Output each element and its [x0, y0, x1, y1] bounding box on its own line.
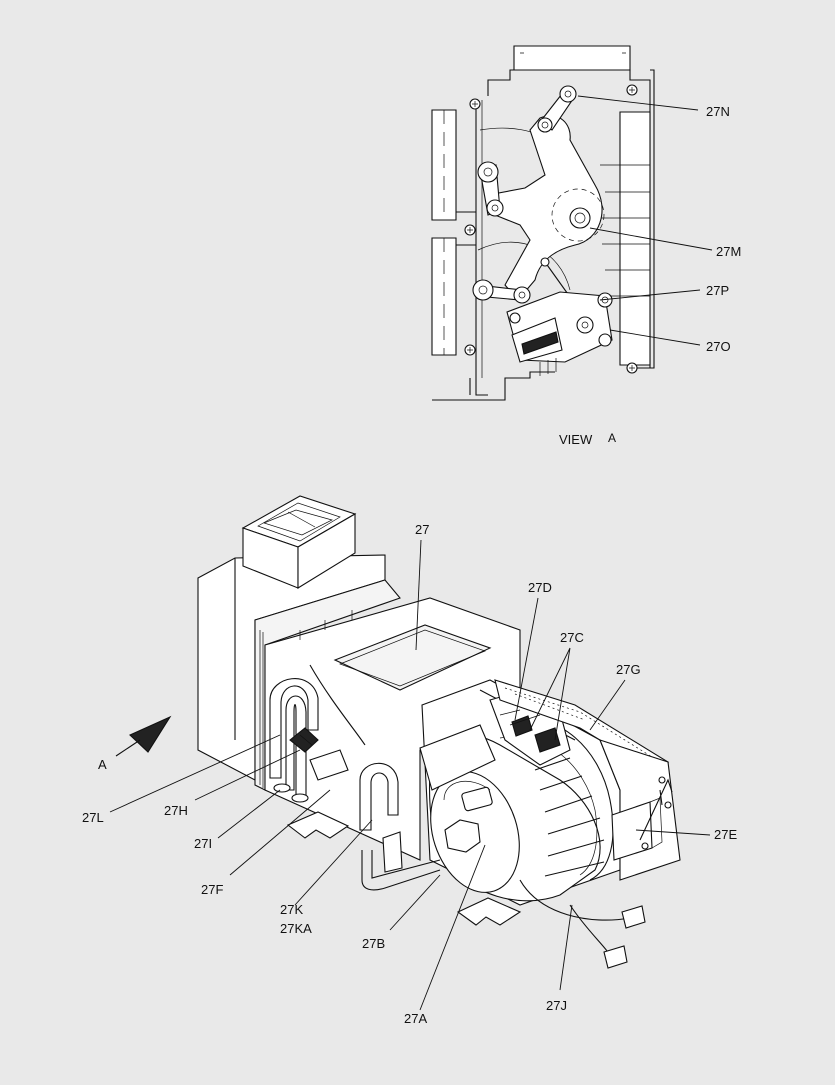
callout-27: 27 — [415, 522, 429, 537]
arrow-label: A — [98, 757, 107, 772]
callout-27ka: 27KA — [280, 921, 312, 936]
callout-27d: 27D — [528, 580, 552, 595]
lever-plate — [487, 115, 603, 301]
right-panel — [619, 111, 651, 366]
callout-27j: 27J — [546, 998, 567, 1013]
callout-27n: 27N — [706, 104, 730, 119]
callout-27h: 27H — [164, 803, 188, 818]
pivot-hub — [569, 207, 591, 229]
motor-mount — [419, 724, 496, 791]
link-arms — [472, 85, 577, 304]
top-bracket — [513, 45, 631, 71]
callout-27c: 27C — [560, 630, 584, 645]
view-caption-letter: A — [608, 431, 616, 445]
connector-lower — [603, 945, 628, 969]
callout-27m: 27M — [716, 244, 741, 259]
callout-27k: 27K — [280, 902, 303, 917]
sensor-block — [309, 749, 349, 781]
motor-cap — [461, 786, 493, 812]
left-panel-lower — [431, 237, 457, 356]
duct-collar — [241, 495, 357, 589]
callout-27b: 27B — [362, 936, 385, 951]
view-direction-arrow: A — [98, 715, 172, 772]
foot-right — [456, 897, 522, 926]
callout-27g: 27G — [616, 662, 641, 677]
actuator-motor — [506, 291, 613, 376]
wire-harness — [519, 879, 631, 921]
view-a-detail: 27N 27M 27P 27O VIEW A — [431, 45, 741, 447]
pipe-loops — [269, 678, 441, 891]
callout-27l: 27L — [82, 810, 104, 825]
callout-27a: 27A — [404, 1011, 427, 1026]
frame-screws — [464, 84, 638, 374]
view-a-leaders — [577, 95, 713, 346]
view-caption-word: VIEW — [559, 432, 593, 447]
main-assembly: A 27 27D 27C 27G 27E 27L 27H 27I 27F 27K — [82, 495, 737, 1026]
callout-27o: 27O — [706, 339, 731, 354]
assembly-leaders — [109, 539, 711, 1011]
pipe-loop-front — [359, 762, 399, 831]
shaft-nut — [444, 819, 481, 853]
top-label-panel — [333, 624, 492, 691]
callout-27f: 27F — [201, 882, 223, 897]
foot-left — [286, 811, 350, 839]
callout-27p: 27P — [706, 283, 729, 298]
pipe-coupling — [382, 831, 403, 873]
connector-upper — [621, 905, 646, 929]
valve-body — [289, 727, 319, 753]
callout-27e: 27E — [714, 827, 737, 842]
callout-27i: 27I — [194, 836, 212, 851]
